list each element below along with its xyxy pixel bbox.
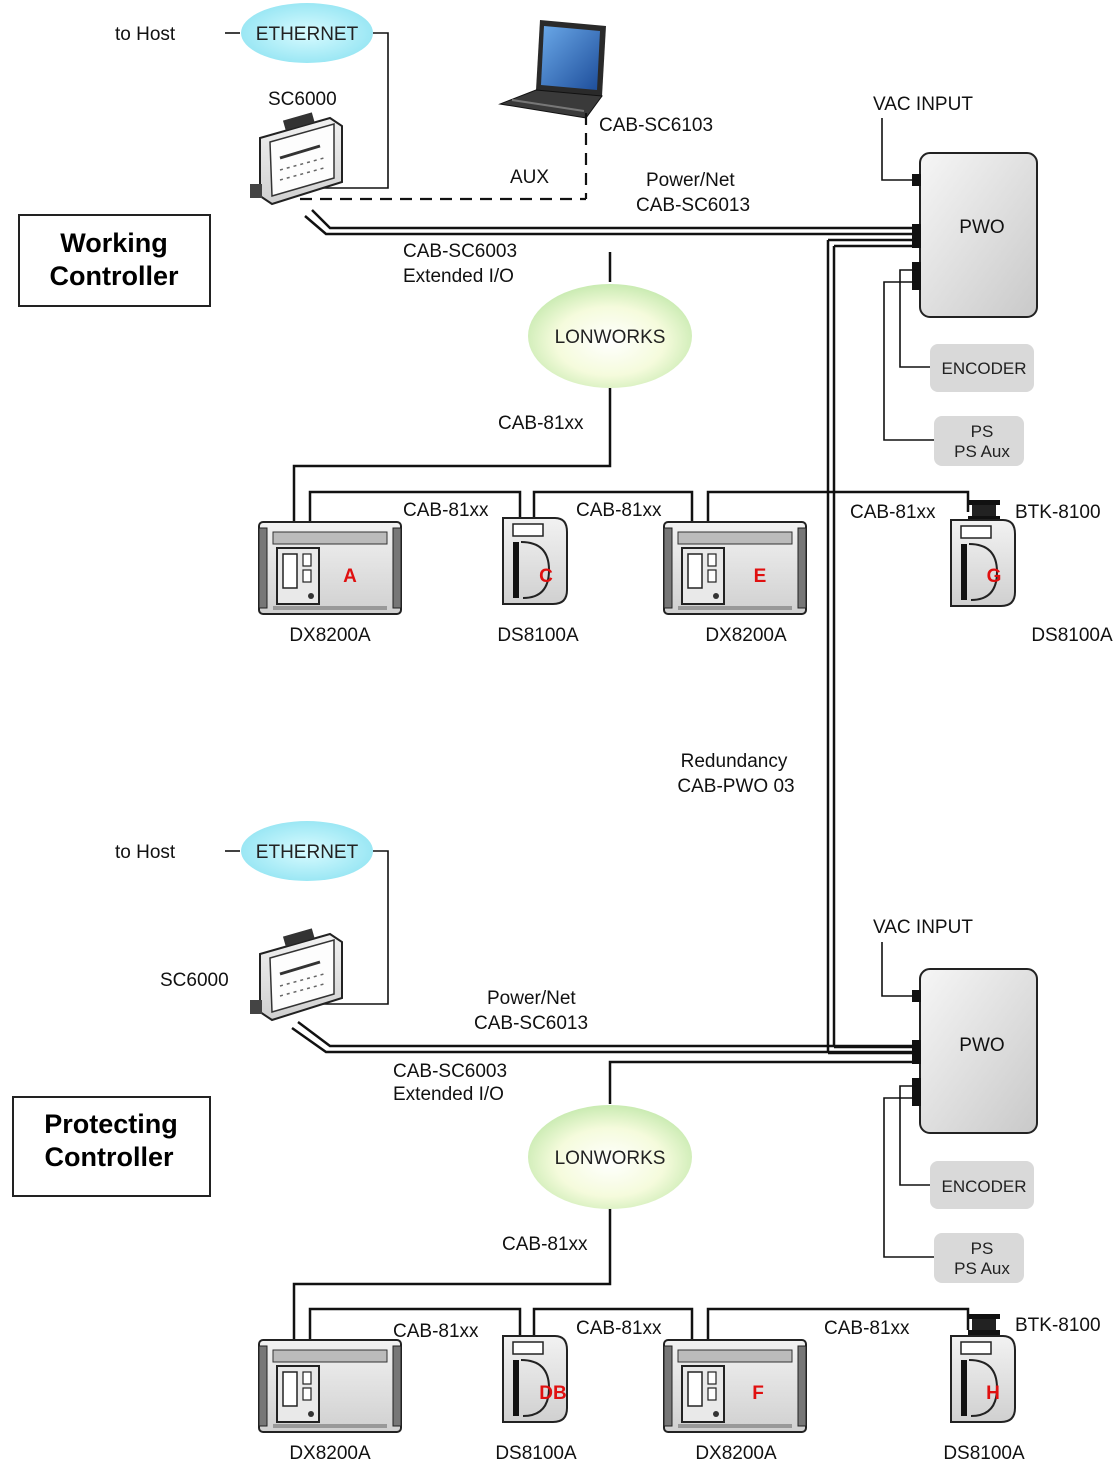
btk-8100-label: BTK-8100 [1015,1315,1101,1336]
cab-81xx-ce-label: CAB-81xx [576,500,662,521]
encoder-box [930,1161,1034,1209]
working-box-line2: Controller [49,261,178,291]
cab-81xx-trunk-label: CAB-81xx [498,413,584,434]
cab-sc6003-label: CAB-SC6003 [403,241,517,262]
cab-81xx-eg-label: CAB-81xx [850,502,936,523]
to-host-label: to Host [115,24,176,45]
slot-h-label: H [986,1383,1000,1404]
ds8100a-c-label: DS8100A [497,625,579,646]
btk-module-icon [968,500,1000,521]
ds8100a-d-label: DS8100A [495,1443,577,1464]
dx8200a-device-icon [258,1339,402,1433]
ethernet-label: ETHERNET [256,24,359,45]
slot-c-label: C [539,566,553,587]
protecting-box-line1: Protecting [44,1109,178,1139]
working-controller-label-box [18,214,211,307]
ds8100a-device-icon [950,519,1016,607]
ps-box [934,1233,1024,1283]
ps-aux-label: PS Aux [954,1259,1010,1278]
redundancy-link: Redundancy CAB-PWO 03 [677,240,836,1053]
redundancy-label: Redundancy [681,751,788,772]
cab-pwo-03-label: CAB-PWO 03 [677,776,794,797]
controller-device-icon [248,110,344,206]
sc6000-label: SC6000 [268,89,337,110]
cab-81xx-trunk-label: CAB-81xx [502,1234,588,1255]
controller-device-icon [248,926,344,1022]
lonworks-label: LONWORKS [555,327,666,348]
slot-a-label: A [343,566,357,587]
pwo-label: PWO [959,1035,1004,1056]
encoder-label: ENCODER [941,1177,1026,1196]
vac-input-label: VAC INPUT [873,917,973,938]
ds8100a-device-icon [502,517,568,605]
ps-label: PS [971,422,994,441]
ethernet-cloud [241,821,373,881]
protecting-controller-section: Protecting Controller to Host ETHERNET S… [12,821,1101,1464]
cab-sc6003-label: CAB-SC6003 [393,1061,507,1082]
dx8200a-b-label: DX8200A [289,1443,371,1464]
cab-sc6013-label: CAB-SC6013 [636,195,750,216]
dx8200a-device-icon [663,1339,807,1433]
laptop-icon [498,20,606,119]
cab-81xx-fh-label: CAB-81xx [824,1318,910,1339]
dx8200a-device-icon [258,521,402,615]
extended-io-label: Extended I/O [403,266,514,287]
btk-module-icon [968,1314,1000,1335]
btk-8100-label: BTK-8100 [1015,502,1101,523]
ethernet-cloud [241,3,373,63]
ds8100a-device-icon [950,1335,1016,1423]
sc6000-label: SC6000 [160,970,229,991]
cab-sc6103-label: CAB-SC6103 [599,115,713,136]
cab-81xx-ab-label: CAB-81xx [393,1321,479,1342]
lonworks-label: LONWORKS [555,1148,666,1169]
ds8100a-g-label: DS8100A [1031,625,1113,646]
dx8200a-f-label: DX8200A [695,1443,777,1464]
ps-box [934,416,1024,466]
ethernet-label: ETHERNET [256,842,359,863]
protecting-controller-label-box [12,1096,211,1197]
slot-d-label: DB [539,1383,566,1404]
power-net-label: Power/Net [487,988,576,1009]
cab-81xx-bf-label: CAB-81xx [576,1318,662,1339]
dx8200a-a-label: DX8200A [289,625,371,646]
slot-g-label: G [987,566,1002,587]
vac-input-label: VAC INPUT [873,94,973,115]
ps-label: PS [971,1239,994,1258]
slot-f-label: F [752,1383,764,1404]
lonworks-cloud [528,1105,692,1209]
to-host-label: to Host [115,842,176,863]
ds8100a-device-icon [502,1335,568,1423]
working-box-line1: Working [60,228,168,258]
lonworks-cloud [528,284,692,388]
extended-io-label: Extended I/O [393,1084,504,1105]
aux-label: AUX [510,167,549,188]
cab-sc6013-label: CAB-SC6013 [474,1013,588,1034]
cab-81xx-ac-label: CAB-81xx [403,500,489,521]
dx8200a-e-label: DX8200A [705,625,787,646]
encoder-label: ENCODER [941,359,1026,378]
protecting-box-line2: Controller [44,1142,173,1172]
working-controller-section: Working Controller to Host ETHERNET SC60… [18,3,1113,646]
ds8100a-h-label: DS8100A [943,1443,1025,1464]
ps-aux-label: PS Aux [954,442,1010,461]
dx8200a-device-icon [663,521,807,615]
power-net-label: Power/Net [646,170,735,191]
encoder-box [930,344,1034,392]
slot-e-label: E [754,566,767,587]
pwo-label: PWO [959,217,1004,238]
